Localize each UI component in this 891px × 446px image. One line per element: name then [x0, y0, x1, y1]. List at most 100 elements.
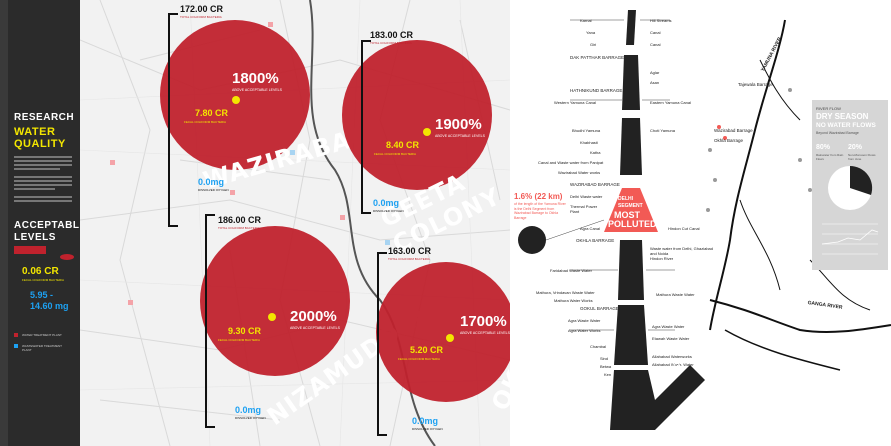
- water-heading: WATER: [14, 126, 56, 138]
- geeta-colony-fecal-label: FECAL COLIFORM BACTERIA: [374, 152, 417, 156]
- inflow-agra-water-works: Agra Water Works: [568, 328, 601, 333]
- water-plant-legend-swatch: [14, 333, 18, 337]
- quality-heading: QUALITY: [14, 138, 66, 150]
- geeta-colony-oxygen-label: DISSOLVED OXYGEN: [373, 209, 404, 213]
- flow-pct-20: 20%: [848, 144, 863, 151]
- inflow-panipat: Canal and Waste water from Panipat: [538, 160, 604, 165]
- okhla-oxygen-label: DISSOLVED OXYGEN: [412, 427, 443, 431]
- delhi-segment-line2: SEGMENT: [618, 203, 643, 209]
- inflow-agra-canal: Agra Canal: [580, 226, 601, 231]
- flow-pct-20-label: Non-Monsoon Flows from June: [848, 153, 876, 161]
- wazirabad-barrage-label: Wazirabad Barrage: [714, 128, 753, 133]
- okhla-barrage-label: Okhla Barrage: [714, 138, 744, 143]
- wazirabad-coliform-label: TOTAL COLIFORM BACTERIA: [180, 15, 222, 19]
- pointer-dot: [60, 254, 74, 260]
- wastewater-plant-marker: [385, 240, 390, 245]
- delhi-length-stat-text: of the length of the Yamuna River is the…: [514, 202, 566, 220]
- no-water-flows-heading: NO WATER FLOWS: [816, 122, 876, 129]
- research-heading: RESEARCH: [14, 112, 75, 123]
- inflow-giri: Giri: [590, 42, 597, 47]
- nizamuddin-oxygen: 0.0mg: [235, 405, 262, 415]
- geeta-colony-sample-dot: [423, 128, 431, 136]
- okhla-coliform-label: TOTAL COLIFORM BACTERIA: [388, 257, 430, 261]
- geeta-colony-fecal: 8.40 CR: [386, 140, 420, 150]
- inflow-karnal: Karnal: [580, 18, 592, 23]
- nizamuddin-oxygen-label: DISSOLVED OXYGEN: [235, 416, 266, 420]
- nizamuddin-circle: [200, 226, 350, 376]
- inflow-hindon-river: Hindon River: [650, 256, 674, 261]
- wazirabad-percent-label: ABOVE ACCEPTABLE LEVELS: [232, 88, 282, 92]
- acceptable-heading: ACCEPTABLE: [14, 220, 87, 231]
- delhi-segment-line4: POLLUTED: [608, 219, 657, 229]
- okhla-oxygen: 0.0mg: [412, 416, 439, 426]
- inflow-wazirabad-water-works: Wazirabad Water works: [558, 170, 601, 175]
- inflow-hindon-cut-canal: Hindon Cut Canal: [668, 226, 700, 231]
- bacteria-acceptable-label: FECAL COLIFORM BACTERIA: [22, 278, 65, 282]
- barrage-okhla: OKHLA BARRAGE: [576, 238, 615, 243]
- geeta-colony-coliform-label: TOTAL COLIFORM BACTERIA: [370, 41, 412, 45]
- inflow-hill-streams: Hill Streams: [650, 18, 672, 23]
- geeta-colony-total-coliform: 183.00 CR: [370, 30, 414, 40]
- wastewater-plant-legend-label: WASTEWATER TREATMENT PLANT: [22, 344, 62, 352]
- treatment-plant-marker: [110, 160, 115, 165]
- inflow-asan: Asan: [650, 80, 660, 85]
- water-plant-legend-label: WATER TREATMENT PLANT: [22, 333, 62, 337]
- river-schematic-graphic: [518, 10, 891, 430]
- wazirabad-oxygen-label: DISSOLVED OXYGEN: [198, 188, 229, 192]
- inflow-chambal: Chambal: [590, 344, 607, 349]
- barrage-dak-patthar: DAK PATTHAR BARRAGE: [570, 55, 625, 60]
- inflow-allahabad-waterworks: Allahabad Waterworks: [652, 354, 692, 359]
- flow-pct-80: 80%: [816, 144, 831, 151]
- treatment-plant-marker: [340, 215, 345, 220]
- nizamuddin-bracket: [205, 214, 215, 428]
- nizamuddin-percent: 2000%: [290, 308, 337, 325]
- delhi-segment-line3: MOST: [614, 210, 640, 220]
- flow-pct-80-label: Rainwater from Rain Flows: [816, 153, 844, 161]
- nizamuddin-fecal: 9.30 CR: [228, 326, 262, 336]
- flow-charts: [821, 165, 879, 255]
- inflow-faridabad: Faridabad Waste Water: [550, 268, 592, 273]
- inflow-thermal-power-plant: Thermal Power Plant: [570, 204, 598, 214]
- levels-heading: LEVELS: [14, 232, 56, 243]
- barrage-hathnikund: HATHNIKUND BARRAGE: [570, 88, 623, 93]
- research-body-text: [14, 154, 72, 214]
- geeta-colony-bracket: [361, 40, 371, 214]
- dry-season-heading: DRY SEASON: [816, 112, 869, 121]
- inflow-delhi-ghaziabad-noida: Waste water from Delhi, Ghaziabad and No…: [650, 246, 713, 256]
- dry-season-sub: Beyond Wazirabad Barrage: [816, 131, 859, 135]
- geeta-colony-oxygen: 0.0mg: [373, 198, 400, 208]
- inflow-ken: Ken: [604, 372, 612, 377]
- inflow-sind: Sind: [600, 356, 609, 361]
- treatment-plant-marker: [268, 22, 273, 27]
- wazirabad-oxygen: 0.0mg: [198, 177, 225, 187]
- river-flow-heading: RIVER FLOW: [816, 106, 841, 111]
- inflow-katha: Katha: [590, 150, 601, 155]
- inflow-mathura-waste-water: Mathura Waste Water: [656, 292, 695, 297]
- geeta-colony-circle: [342, 40, 492, 190]
- treatment-plant-marker: [230, 190, 235, 195]
- inflow-khabhasti: Khabhasti: [580, 140, 598, 145]
- inflow-mathura-water-works: Mathura Water Works: [554, 298, 593, 303]
- inflow-aglar: Aglar: [650, 70, 660, 75]
- river-flow-panel: RIVER FLOW DRY SEASON NO WATER FLOWS Bey…: [812, 100, 888, 270]
- inflow-canal-1: Canal: [650, 30, 661, 35]
- coliform-acceptable-value: [14, 246, 46, 254]
- oxygen-acceptable-value: 5.95 - 14.60 mg: [30, 290, 69, 311]
- inflow-delhi-waste-water: Delhi Waste water: [570, 194, 603, 199]
- okhla-bracket: [377, 252, 387, 436]
- inflow-etawah: Etawah Waste Water: [652, 336, 690, 341]
- left-info-panel: RESEARCH WATER QUALITY ACCEPTABLE LEVELS…: [0, 0, 86, 446]
- nizamuddin-fecal-label: FECAL COLIFORM BACTERIA: [218, 338, 261, 342]
- okhla-total-coliform: 163.00 CR: [388, 246, 432, 256]
- okhla-percent-label: ABOVE ACCEPTABLE LEVELS: [460, 331, 510, 335]
- inflow-bhudhi-yamuna: Bhudhi Yamuna: [572, 128, 601, 133]
- wazirabad-circle: [160, 20, 310, 170]
- delhi-map: 172.00 CR TOTAL COLIFORM BACTERIA 1800% …: [80, 0, 510, 446]
- inflow-yana: Yana: [586, 30, 596, 35]
- inflow-betwa: Betwa: [600, 364, 612, 369]
- treatment-plant-marker: [128, 300, 133, 305]
- nizamuddin-sample-dot: [268, 313, 276, 321]
- bacteria-acceptable-value: 0.06 CR: [22, 266, 59, 277]
- okhla-fecal: 5.20 CR: [410, 345, 444, 355]
- wazirabad-sample-dot: [232, 96, 240, 104]
